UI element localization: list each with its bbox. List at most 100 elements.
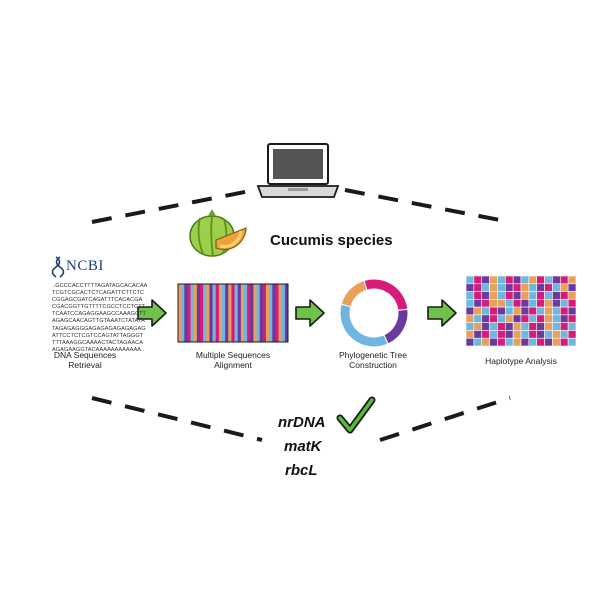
alignment-stripe [196,284,201,342]
dash-line-bottom-right [379,396,511,442]
haplotype-cell [567,314,577,323]
haplotype-cell [528,291,538,300]
haplotype-cell [559,322,569,331]
haplotype-cell [489,306,498,316]
haplotype-cell [497,330,506,339]
haplotype-cell [481,275,490,285]
haplotype-cell [544,330,553,339]
haplotype-cell [497,291,506,300]
haplotype-cell [567,306,577,316]
haplotype-cell [504,299,514,308]
haplotype-cell [481,337,490,347]
alignment-stripe [262,284,267,342]
alignment-stripe [190,284,195,342]
sequence-line: AGAGCAACAGTTGTAAATCTATATA [52,318,145,325]
haplotype-cell [536,337,545,347]
haplotype-cell [465,322,475,331]
haplotype-cell [481,306,490,316]
haplotype-cell [528,306,538,316]
arrow-2 [295,299,325,327]
haplotype-cell [512,314,522,323]
haplotype-cell [465,337,475,347]
haplotype-cell [528,314,538,323]
haplotype-cell [520,283,530,292]
haplotype-cell [520,330,530,339]
haplotype-cell [465,330,475,339]
marker-nrdna: nrDNA [278,414,326,431]
diagram-title: Cucumis species [270,232,393,249]
alignment-stripe [256,284,261,342]
alignment-stripe [234,284,239,342]
haplotype-cell [473,291,483,300]
haplotype-cell [520,291,530,300]
haplotype-cell [473,322,483,331]
haplotype-cell [489,283,498,292]
alignment-stripe [212,284,217,342]
alignment-stripe [281,284,286,342]
arrow-3 [427,299,457,327]
haplotype-cell [536,322,545,331]
haplotype-cell [552,314,561,323]
sequence-line: CGACGGTTGTTTTCGCCTCCTCTT [52,304,146,311]
haplotype-cell [497,314,506,323]
haplotype-cell [512,337,522,347]
haplotype-cell [512,322,522,331]
alignment-border [177,283,289,343]
haplotype-cell [567,299,577,308]
haplotype-cell [528,299,538,308]
alignment-stripe [178,284,182,342]
haplotype-cell [504,322,514,331]
haplotype-cell [512,291,522,300]
haplotype-cell [465,275,475,285]
haplotype-cell [552,306,561,316]
dash-line-top-left [91,188,256,224]
haplotype-cell [512,330,522,339]
alignment-stripe [187,284,191,342]
haplotype-cell [481,299,490,308]
step-2-line-1: Multiple Sequences [195,350,271,360]
haplotype-cell [552,299,561,308]
arrow-1 [137,299,167,327]
alignment-stripe [244,284,248,342]
alignment-stripe [228,284,232,342]
alignment-stripe [250,284,254,342]
haplotype-cell [520,299,530,308]
sequence-line: TAGAGAGGGAGAGAGAGAGAGAG [52,325,146,332]
step-label-alignment: Multiple Sequences Alignment [178,350,288,370]
haplotype-cell [544,314,553,323]
haplotype-cell [473,283,483,292]
alignment-stripe [181,284,185,342]
haplotype-cell [512,299,522,308]
alignment-stripe [259,284,264,342]
haplotype-cell [465,306,475,316]
haplotype-cell [473,275,483,285]
haplotype-cell [473,330,483,339]
haplotype-cell [528,283,538,292]
haplotype-cell [465,299,475,308]
haplotype-cell [567,283,577,292]
haplotype-cell [497,322,506,331]
sequence-line: AGAGAAGGTACAAAAAAAAAAAA.. [52,346,145,353]
ring-segment [340,279,368,308]
haplotype-cell [481,330,490,339]
sequence-line: ATTCCTCTCGTCCAGTATTAGGGT [52,332,144,339]
haplotype-cell [544,283,553,292]
haplotype-cell [512,306,522,316]
haplotype-cell [552,337,561,347]
haplotype-cell [489,291,498,300]
haplotype-grid [465,275,577,347]
haplotype-cell [497,283,506,292]
step-label-tree: Phylogenetic Tree Construction [318,350,428,370]
haplotype-cell [544,337,553,347]
haplotype-cell [544,275,553,285]
step-3-line-2: Construction [349,360,397,370]
alignment-stripe [215,284,220,342]
haplotype-cell [536,306,545,316]
dash-line-top-right [344,188,511,224]
step-4-line-1: Haplotype Analysis [485,356,557,366]
haplotype-cell [536,299,545,308]
haplotype-cell [559,291,569,300]
dash-line-bottom-left [91,396,263,442]
haplotype-cell [504,337,514,347]
haplotype-cell [473,299,483,308]
